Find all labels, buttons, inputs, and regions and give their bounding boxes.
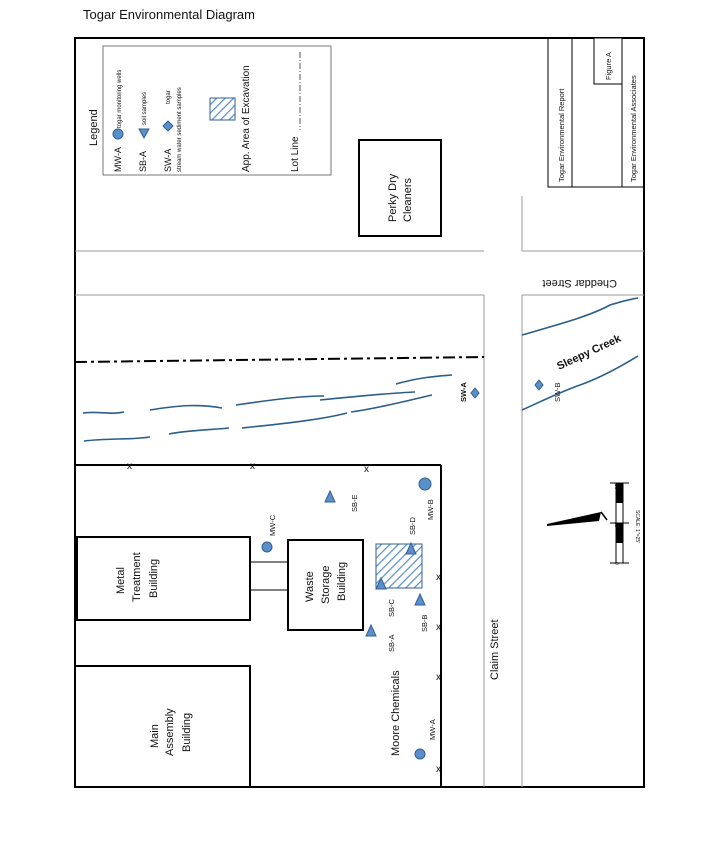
north-arrow-icon [547,512,601,526]
svg-text:SB-E: SB-E [350,494,359,512]
svg-text:Assembly: Assembly [164,708,176,756]
svg-text:SW-A: SW-A [459,382,468,402]
building-waste-storage: Waste Storage Building [287,539,364,631]
cheddar-street-label: Cheddar Street [542,277,617,289]
building-perky-dry-cleaners: Perky Dry Cleaners [358,139,442,237]
creek-label: Sleepy Creek [555,332,623,372]
legend-stream-key: SW-A [163,149,173,172]
svg-text:MW-C: MW-C [268,514,277,536]
legend-stream-icon [162,120,174,132]
svg-text:MW-A: MW-A [428,719,437,740]
svg-text:Building: Building [148,559,160,598]
legend-excavation-text: App. Area of Excavation [241,65,252,172]
svg-text:Cleaners: Cleaners [402,177,414,222]
legend-heading: Legend [88,109,100,146]
svg-text:x: x [436,572,441,583]
svg-text:0: 0 [613,562,619,565]
sleepy-creek [82,297,639,442]
svg-text:MW-B: MW-B [426,499,435,520]
street-lines [75,196,644,787]
svg-text:50: 50 [613,484,619,490]
svg-text:Treatment: Treatment [131,552,143,602]
svg-text:Metal: Metal [115,567,127,594]
sample-markers [261,379,544,760]
legend-soil-key: SB-A [138,151,148,172]
svg-text:Building: Building [336,562,348,601]
fence-marks: x x x x x x x [127,461,441,775]
svg-text:x: x [436,764,441,775]
well-mw-b [418,477,432,491]
svg-text:x: x [436,672,441,683]
svg-text:SB-A: SB-A [387,634,396,652]
svg-text:SW-B: SW-B [553,383,562,402]
legend-lot-line-text: Lot Line [290,136,301,172]
legend-stream-text-top: togar [166,90,172,104]
legend-stream-text: stream water sediment samples [177,87,183,172]
stream-sw-b [534,379,544,391]
soil-sb-d [405,541,417,555]
legend-soil-text: soil samples [142,92,148,125]
svg-text:SB-B: SB-B [420,614,429,632]
sample-labels: MW-A MW-B MW-C SB-A SB-B SB-C SB-D SB-E … [268,382,562,740]
soil-sb-b [414,592,426,606]
legend-well-key: MW-A [113,147,123,172]
building-main-assembly: Main Assembly Building [74,665,251,788]
legend-well-text: togar monitoring wells [117,70,123,128]
svg-text:Perky Dry: Perky Dry [387,173,399,222]
legend: Legend MW-A togar monitoring wells SB-A … [88,45,332,176]
legend-soil-icon [138,128,150,140]
lot-line [74,356,485,363]
claim-street-label: Claim Street [489,619,501,680]
well-mw-a [414,748,426,760]
fence-line [75,464,442,787]
svg-text:x: x [436,622,441,633]
svg-text:SB-C: SB-C [387,598,396,617]
svg-text:x: x [250,461,255,472]
title-block: Togar Environmental Report Figure A Toga… [547,37,645,188]
soil-sb-e [324,489,336,503]
stream-sw-a [470,387,480,399]
scale-bar: 50 25 0 SCALE: 1"=25' [547,482,640,565]
diagram-title: Togar Environmental Diagram [83,7,255,22]
moore-chemicals-label: Moore Chemicals [390,670,402,756]
svg-text:Building: Building [181,713,193,752]
svg-text:SB-D: SB-D [408,516,417,535]
building-metal-treatment: Metal Treatment Building [76,536,251,621]
svg-text:x: x [127,461,132,472]
title-block-figure: Figure A [604,52,613,80]
title-block-report: Togar Environmental Report [557,88,566,182]
svg-text:x: x [364,464,369,475]
svg-text:Waste: Waste [304,571,316,602]
svg-text:Main: Main [149,724,161,748]
svg-text:25: 25 [613,522,619,528]
legend-well-icon [112,128,124,140]
well-mw-c [261,541,273,553]
legend-excavation-icon [209,97,236,121]
soil-sb-a [365,623,377,637]
map-border [74,37,645,788]
scale-label: SCALE: 1"=25' [634,510,640,543]
title-block-company: Togar Environmental Associates [629,75,638,182]
svg-text:Storage: Storage [320,565,332,604]
soil-sb-c [375,576,387,590]
